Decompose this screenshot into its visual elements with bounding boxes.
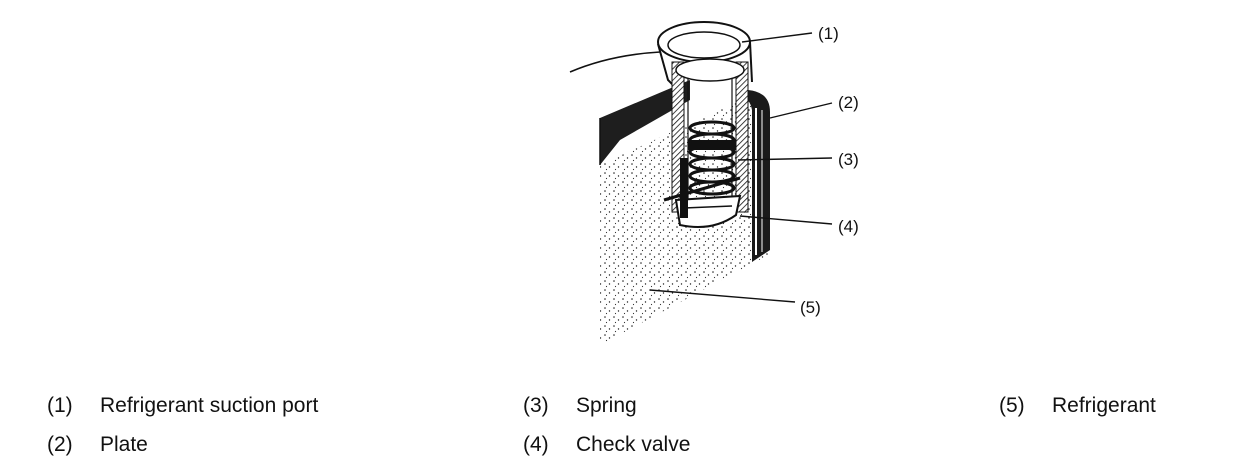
legend-number: (2) [47,433,73,456]
legend-number: (5) [999,394,1025,417]
callout-5: (5) [800,298,821,317]
legend-label: Refrigerant [1052,394,1156,417]
leader-line-3 [737,157,833,161]
legend-label: Spring [576,394,637,417]
plate-drawing [740,90,770,262]
legend-number: (3) [523,394,549,417]
callout-4: (4) [838,217,859,236]
legend: (1) Refrigerant suction port (2) Plate (… [0,388,1248,468]
legend-label: Check valve [576,433,691,456]
leader-line-2 [769,102,833,119]
legend-number: (1) [47,394,73,417]
leader-line-4 [739,215,833,225]
legend-number: (4) [523,433,549,456]
legend-label: Refrigerant suction port [100,394,319,417]
leader-line-5 [649,289,796,303]
check-valve-drawing [674,158,742,228]
legend-label: Plate [100,433,148,456]
callout-1: (1) [818,24,839,43]
leader-lines [649,32,833,303]
callout-2: (2) [838,93,859,112]
check-valve-cutaway-diagram: (1) (2) (3) (4) (5) [569,21,859,345]
callout-3: (3) [838,150,859,169]
spring-drawing [663,120,741,202]
leader-line-1 [741,32,813,43]
